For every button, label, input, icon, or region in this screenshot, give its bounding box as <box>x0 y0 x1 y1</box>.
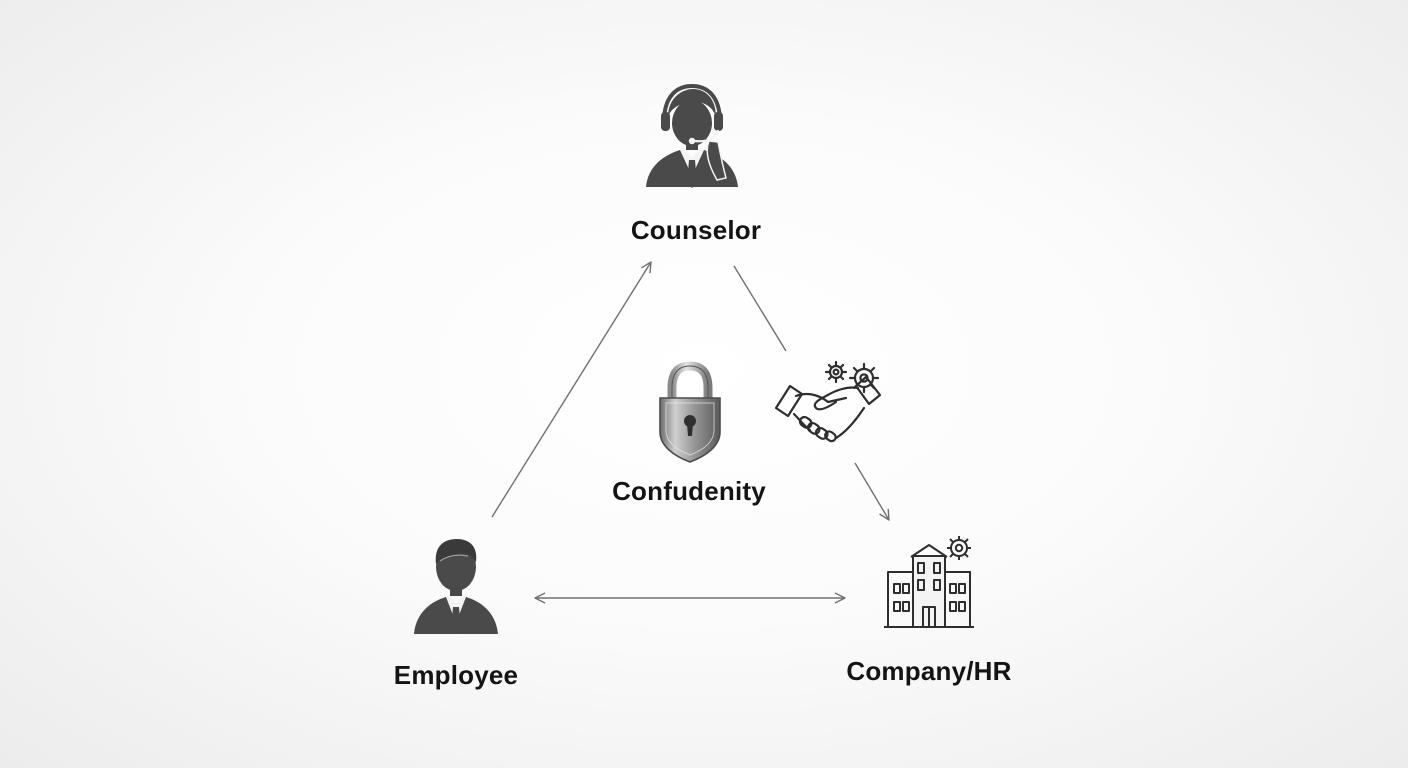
handshake-gears-icon <box>774 360 882 443</box>
line-counselor-to-handshake <box>733 265 787 352</box>
counselor-headset-icon <box>646 83 738 188</box>
padlock-shield-icon <box>659 361 721 463</box>
arrow-employee-to-counselor <box>491 261 652 518</box>
employee-label: Employee <box>393 660 519 690</box>
counselor-label: Counselor <box>630 215 762 245</box>
employee-person-icon <box>414 539 498 634</box>
arrow-handshake-to-company <box>854 462 890 521</box>
company-label: Company/HR <box>846 656 1012 686</box>
center-label: Confudenity <box>612 476 766 506</box>
company-building-gear-icon <box>884 536 974 628</box>
